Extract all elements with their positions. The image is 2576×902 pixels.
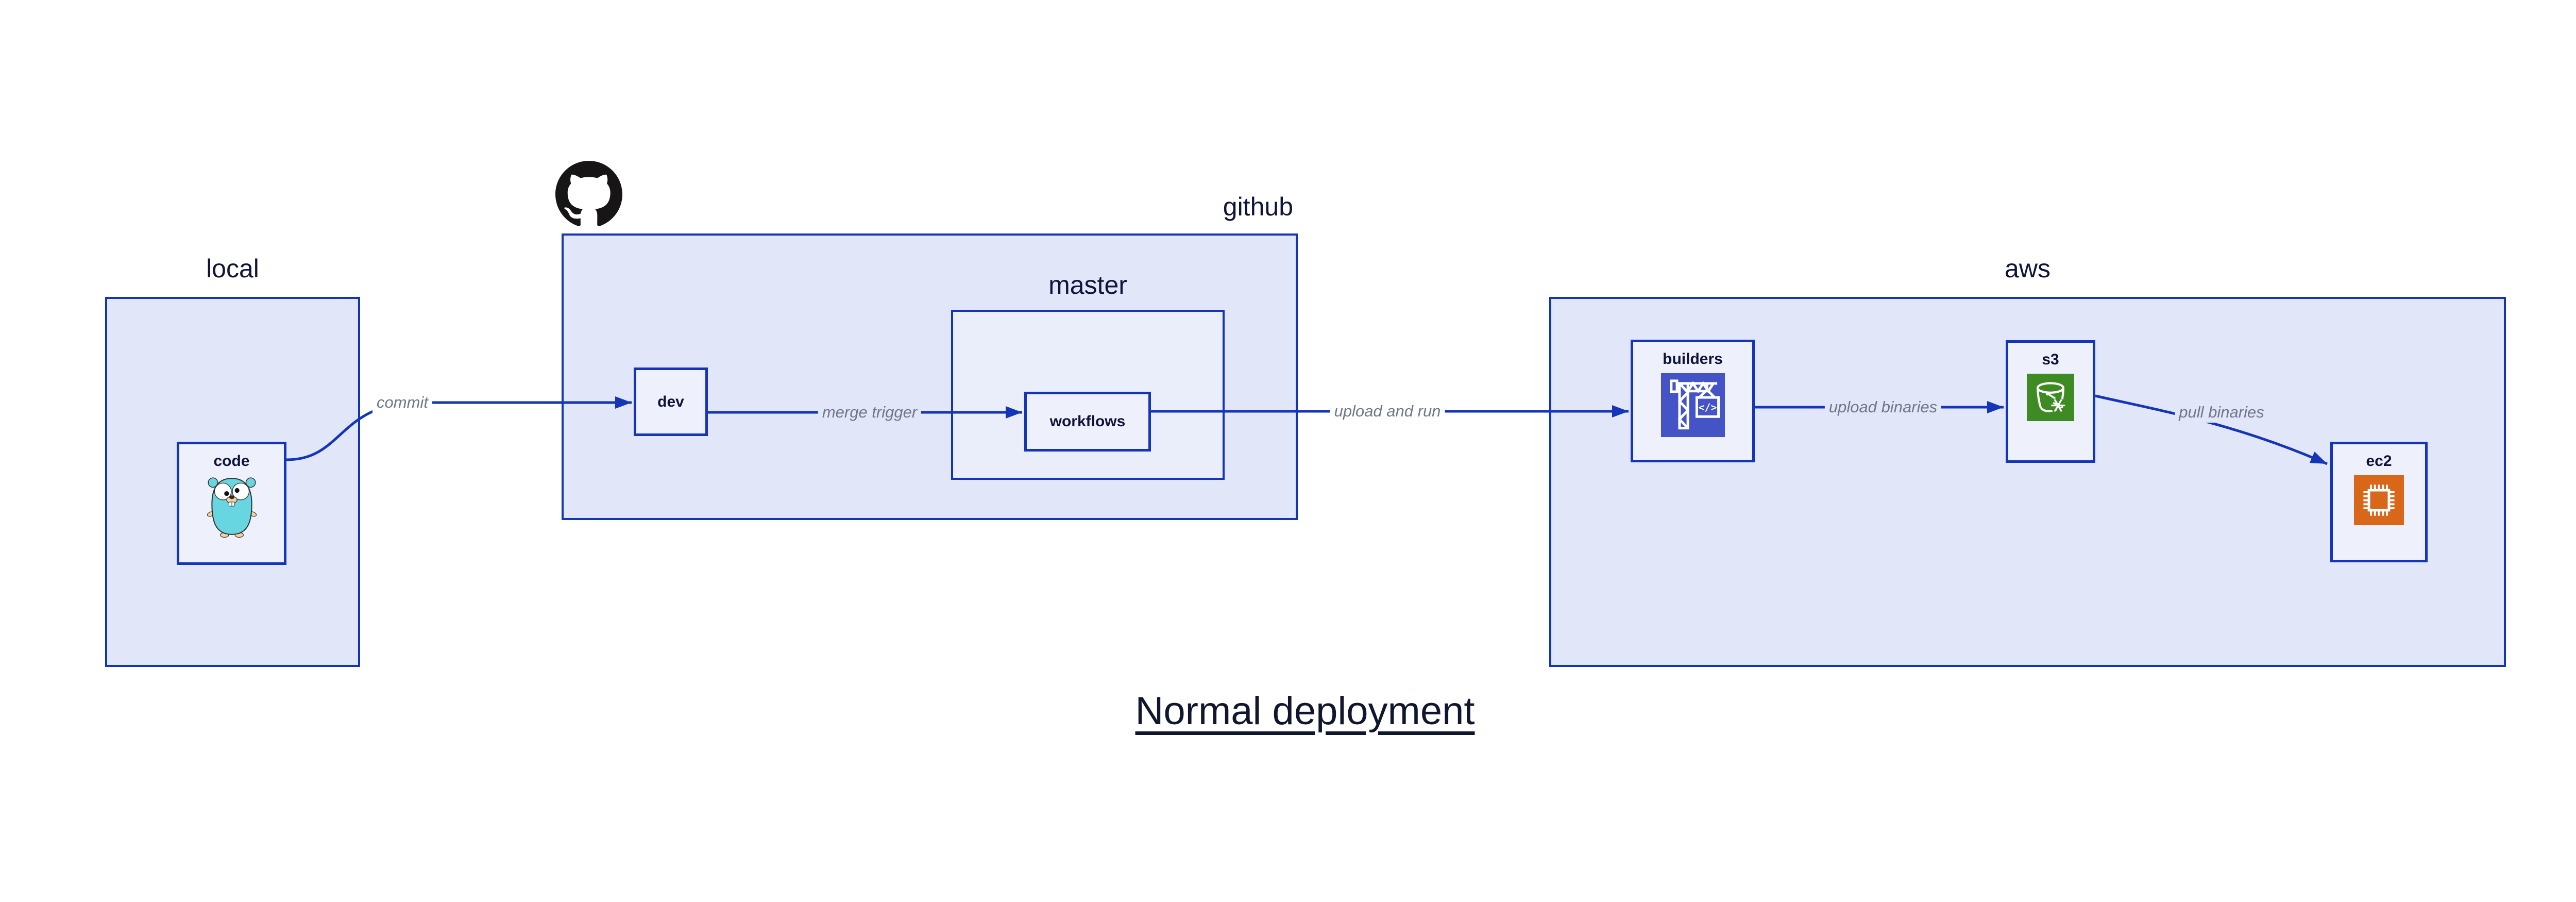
node-dev: dev <box>634 368 708 436</box>
master-subgraph-label: master <box>1048 271 1127 299</box>
edge-label-pull-binaries: pull binaries <box>2175 402 2268 423</box>
edge-label-merge-trigger: merge trigger <box>818 402 922 423</box>
node-code-label: code <box>213 453 250 470</box>
node-ec2: ec2 <box>2330 442 2428 562</box>
node-dev-label: dev <box>657 393 684 410</box>
go-gopher-icon <box>206 475 258 541</box>
node-s3-label: s3 <box>2042 351 2059 368</box>
node-workflows-label: workflows <box>1049 413 1126 430</box>
edge-label-upload-binaries: upload binaries <box>1824 397 1942 417</box>
local-container-label: local <box>206 254 259 283</box>
github-octocat-icon <box>555 161 622 226</box>
edge-label-upload-and-run: upload and run <box>1330 401 1445 422</box>
s3-glacier-bucket-icon <box>2027 374 2074 424</box>
aws-container-label: aws <box>2005 254 2050 283</box>
node-builders: builders </> <box>1631 340 1755 462</box>
node-builders-label: builders <box>1663 350 1723 368</box>
node-workflows: workflows <box>1024 392 1151 452</box>
codebuild-crane-icon: </> <box>1660 373 1725 440</box>
ec2-chip-icon <box>2354 475 2404 528</box>
node-ec2-label: ec2 <box>2366 453 2392 470</box>
node-code: code <box>177 442 286 565</box>
github-container-label: github <box>1223 192 1293 221</box>
svg-text:</>: </> <box>1698 402 1717 413</box>
node-s3: s3 <box>2006 340 2095 463</box>
diagram-title: Normal deployment <box>1135 689 1475 733</box>
edge-label-commit: commit <box>372 392 432 413</box>
